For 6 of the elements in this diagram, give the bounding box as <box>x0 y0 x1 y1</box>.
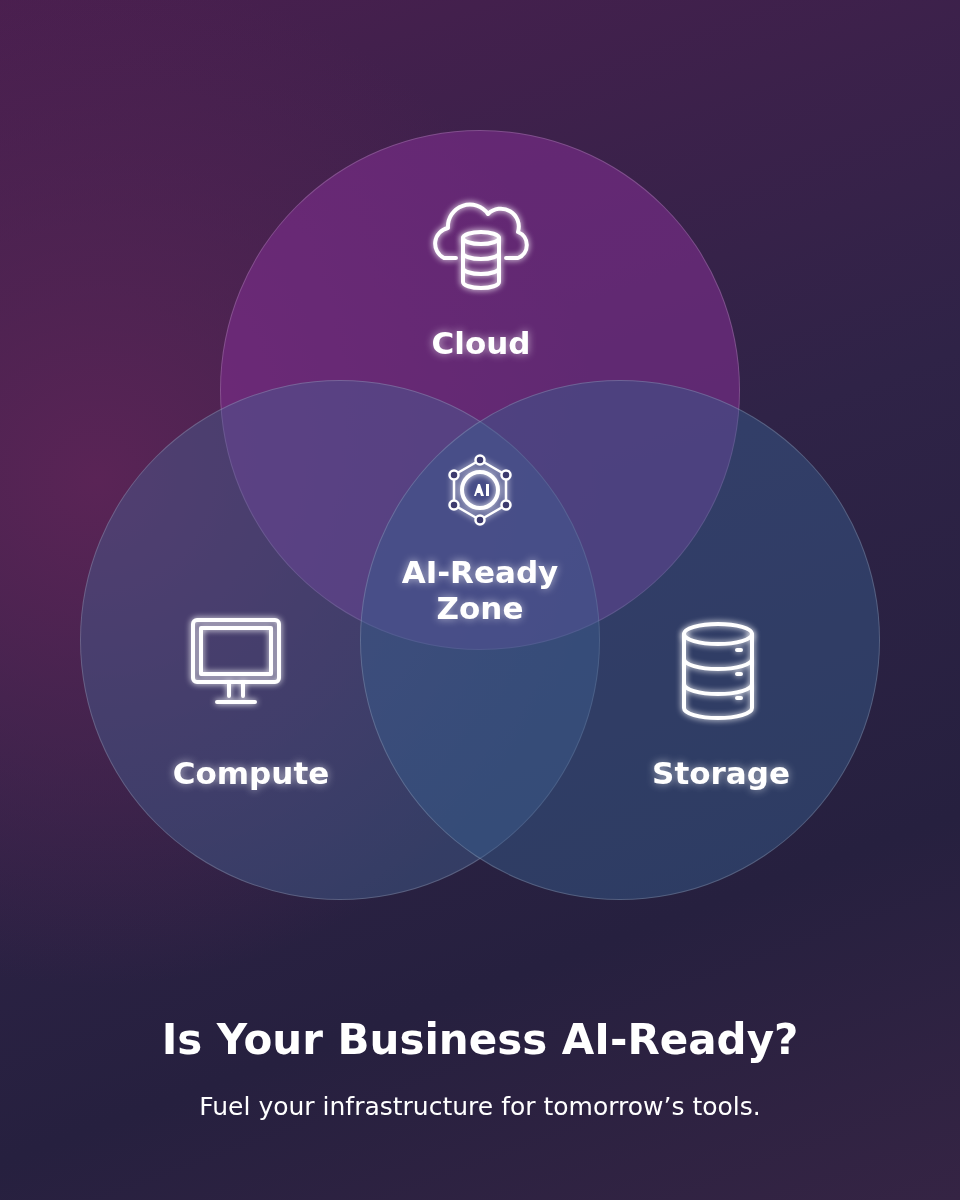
circle-label: Compute <box>172 755 330 791</box>
zone-label: AI-Ready Zone <box>400 554 560 626</box>
circle-label: Storage <box>652 755 790 791</box>
circle-label: Cloud <box>431 325 531 361</box>
subtitle: Fuel your infrastructure for tomorrow’s tools. <box>198 1092 762 1121</box>
title: Is Your Business AI-Ready? <box>160 1015 800 1064</box>
